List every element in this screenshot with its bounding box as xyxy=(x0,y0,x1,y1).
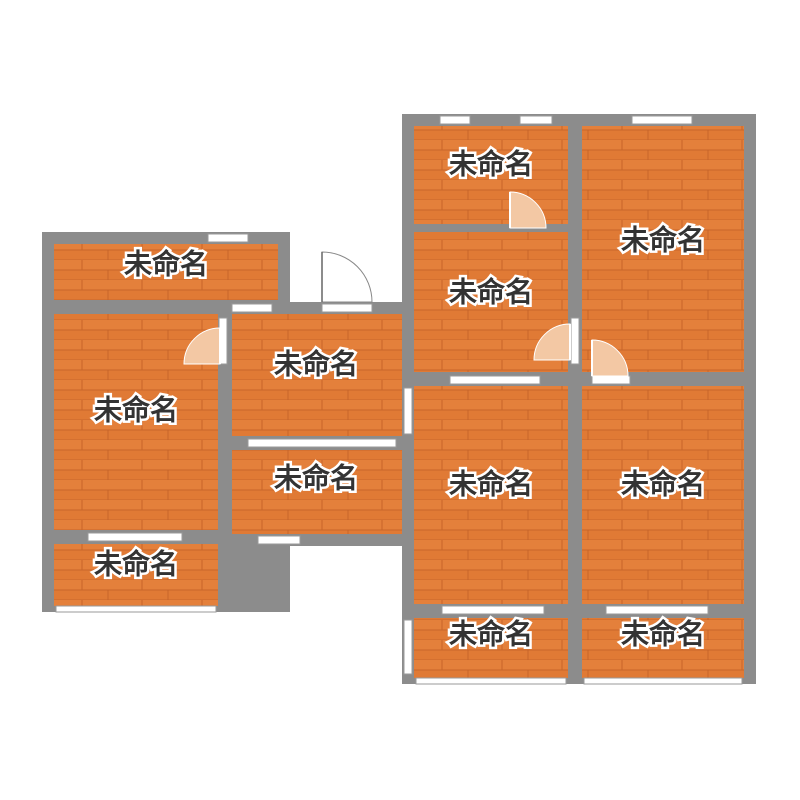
room-label-10: 未命名 xyxy=(621,468,705,501)
window-mid-row xyxy=(449,375,541,385)
room-floor-8 xyxy=(582,126,744,372)
window-vertical-balcony-left xyxy=(403,619,413,675)
window-balcony-right-bottom xyxy=(583,677,743,685)
room-floor-11 xyxy=(414,618,568,678)
room-label-3: 未命名 xyxy=(94,548,178,581)
room-label-8: 未命名 xyxy=(621,224,705,257)
window-left-mid xyxy=(87,532,183,542)
door-entrance xyxy=(321,251,373,303)
window-top-large xyxy=(631,115,693,125)
room-floor-5 xyxy=(232,450,402,534)
window-top-small-right xyxy=(519,115,553,125)
room-label-11: 未命名 xyxy=(449,618,533,651)
window-balcony-right-top xyxy=(605,605,709,615)
window-balcony-left-bottom xyxy=(415,677,567,685)
window-mid-right xyxy=(591,375,631,385)
room-label-2: 未命名 xyxy=(94,394,178,427)
room-label-4: 未命名 xyxy=(274,348,358,381)
door-left-room xyxy=(183,327,221,365)
window-center-bottom xyxy=(257,535,301,545)
window-bottom-left xyxy=(55,605,217,613)
window-vertical-right-mid xyxy=(570,317,580,365)
windows xyxy=(55,115,743,685)
room-floor-6 xyxy=(414,126,568,224)
room-labels: 未命名 未命名 未命名 未命名 未命名 未命名 未命名 未命名 未命名 未命名 … xyxy=(91,145,707,653)
room-label-12: 未命名 xyxy=(621,618,705,651)
door-middle-room xyxy=(533,323,571,361)
window-vertical-center xyxy=(403,387,413,435)
room-floor-1 xyxy=(54,244,278,300)
room-label-7: 未命名 xyxy=(449,276,533,309)
door-right-room xyxy=(591,339,629,377)
window-balcony-left-top xyxy=(441,605,545,615)
window-opening-center-top xyxy=(231,303,273,313)
room-floor-9 xyxy=(414,386,568,604)
room-label-6: 未命名 xyxy=(449,148,533,181)
window-top-small-left xyxy=(439,115,471,125)
room-label-9: 未命名 xyxy=(449,468,533,501)
room-floor-12 xyxy=(582,618,744,678)
doors xyxy=(183,191,629,377)
room-floor-4 xyxy=(232,314,402,436)
window-top-left-room xyxy=(207,233,249,243)
room-floor-10 xyxy=(582,386,744,604)
door-top-room xyxy=(509,191,547,229)
window-opening-center-top2 xyxy=(321,303,373,313)
window-center-divider xyxy=(247,438,397,448)
room-floor-3 xyxy=(54,544,218,606)
room-label-5: 未命名 xyxy=(274,462,358,495)
room-label-1: 未命名 xyxy=(124,248,208,281)
floors xyxy=(54,126,744,678)
